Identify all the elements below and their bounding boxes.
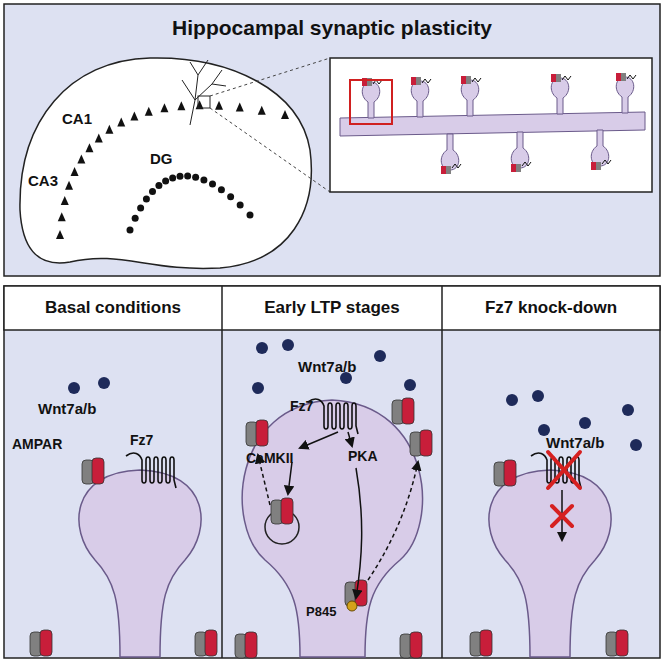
zoom-inset [330, 58, 652, 192]
column-dividers [222, 286, 442, 658]
panel-title: Early LTP stages [264, 298, 399, 318]
zoom-square [198, 96, 210, 108]
panel-header: Early LTP stages [222, 286, 442, 330]
phosphosite-label: P845 [306, 604, 336, 619]
header-row [4, 286, 660, 330]
title: Hippocampal synaptic plasticity [0, 16, 664, 40]
panel-title: Basal conditions [45, 298, 181, 318]
panel-title: Fz7 knock-down [485, 298, 617, 318]
panel-header: Basal conditions [4, 286, 222, 330]
region-label: DG [150, 150, 173, 167]
ligand-label: Wnt7a/b [38, 400, 96, 417]
block-cross [548, 452, 580, 526]
ligand-label: Wnt7a/b [546, 434, 604, 451]
ligand-label: Wnt7a/b [298, 358, 356, 375]
receptor-label: Fz7 [130, 432, 153, 448]
spine [489, 470, 611, 657]
dendrite [340, 73, 645, 174]
spine [242, 400, 422, 657]
receptor-label: AMPAR [12, 436, 62, 452]
kinase-label: CaMKII [246, 450, 293, 466]
top-panel [4, 4, 660, 276]
zoom-lines [210, 58, 330, 192]
bottom-panel [4, 286, 660, 658]
pyramidal-cells [56, 100, 289, 239]
receptor-label: Fz7 [290, 398, 313, 414]
panel-header: Fz7 knock-down [442, 286, 660, 330]
region-label: CA3 [28, 172, 58, 189]
hippocampus-outline [20, 58, 311, 269]
neuron [182, 60, 226, 125]
highlight-box [350, 80, 392, 124]
region-label: CA1 [62, 110, 92, 127]
kinase-label: PKA [348, 448, 378, 464]
dentate-cells [127, 173, 254, 234]
spine [79, 470, 201, 657]
